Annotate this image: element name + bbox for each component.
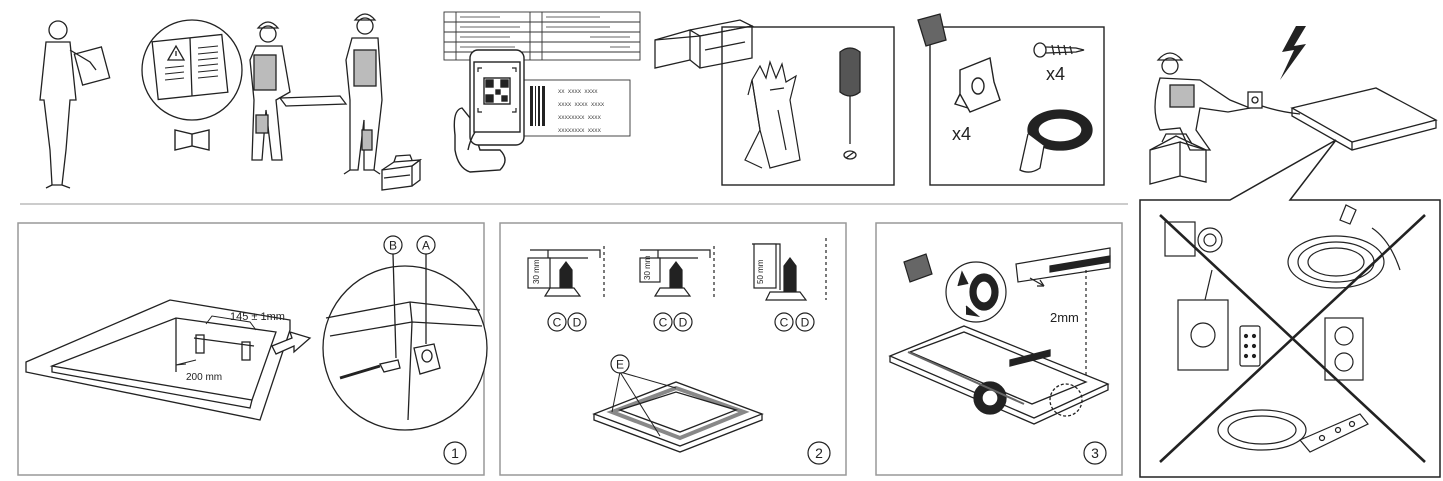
sealing-tape-roll-icon — [1019, 109, 1093, 173]
step-3-number-badge: 3 — [1083, 441, 1107, 465]
screw-quantity-label: x4 — [1046, 64, 1065, 84]
countertop-cutout-illustration — [25, 299, 291, 421]
qr-code-icon — [477, 67, 517, 113]
forbidden-connections-panel — [1139, 139, 1441, 478]
direction-arrow-icon — [271, 331, 312, 355]
parts-panel-frame — [929, 26, 1105, 186]
step-3-panel-frame — [875, 222, 1123, 476]
svg-text:D: D — [679, 316, 688, 330]
rating-row-3: XXXXXXXX XXXX — [558, 114, 602, 121]
svg-text:E: E — [616, 358, 624, 372]
mounting-section-diagrams — [527, 238, 827, 301]
screwdriver-icon — [839, 47, 861, 160]
tape-application-detail — [1015, 247, 1111, 386]
hob-underside-with-tape-illustration — [888, 325, 1110, 425]
callout-c-badge-2: C — [653, 312, 673, 332]
hob-panel-illustration — [1261, 87, 1438, 151]
clip-quantity-label: x4 — [952, 124, 971, 144]
open-toolbox-icon — [654, 19, 755, 69]
toolbox-icon-small — [381, 154, 423, 191]
hand-holding-phone-illustration — [453, 49, 525, 173]
dimension-30mm-a-label: 30 mm — [532, 259, 541, 284]
toolbox-icon-electrician — [1149, 133, 1207, 185]
dimension-200mm-label: 200 mm — [186, 372, 222, 383]
frame-seal-illustration — [592, 371, 764, 453]
rating-row-1: XX XXXX XXXX — [558, 88, 598, 95]
gloves-icon — [744, 59, 801, 169]
svg-text:A: A — [422, 239, 430, 253]
svg-text:2: 2 — [815, 445, 823, 461]
step-2-number-badge: 2 — [807, 441, 831, 465]
screw-icon — [1033, 42, 1085, 58]
extension-cable-coil-icon — [1287, 204, 1401, 289]
callout-b-badge: B — [383, 235, 403, 255]
svg-text:D: D — [801, 316, 810, 330]
bag-icon — [917, 13, 947, 47]
rating-row-2: XXXX XXXX XXXX — [558, 101, 605, 108]
clip-detail-zoom-circle — [322, 253, 488, 431]
callout-c-badge-1: C — [547, 312, 567, 332]
tape-detail-zoom-circle — [945, 261, 1007, 323]
double-socket-icon — [1324, 317, 1364, 381]
clip-icon — [954, 57, 1001, 113]
dimension-30mm-b-label: 30 mm — [643, 255, 652, 280]
rating-plate-label — [519, 79, 631, 137]
callout-a-badge: A — [416, 235, 436, 255]
svg-text:C: C — [553, 316, 562, 330]
svg-text:B: B — [389, 239, 397, 253]
electricity-lightning-icon — [1280, 26, 1306, 80]
manual-book-icon — [174, 129, 210, 151]
rating-row-4: XXXXXXXX XXXX — [558, 127, 602, 134]
dimension-50mm-label: 50 mm — [756, 259, 765, 284]
callout-d-badge-2: D — [673, 312, 693, 332]
svg-text:C: C — [659, 316, 668, 330]
callout-d-badge-1: D — [567, 312, 587, 332]
socket-adapter-icon — [1164, 221, 1223, 257]
person-reading-manual-illustration — [39, 20, 111, 189]
callout-d-badge-3: D — [795, 312, 815, 332]
dimension-145mm-label: 145 ± 1mm — [230, 311, 285, 323]
timer-remote-icon — [1177, 269, 1261, 371]
step-1-number-badge: 1 — [443, 441, 467, 465]
forbidden-cross-line-2 — [1159, 214, 1426, 463]
svg-text:1: 1 — [451, 445, 459, 461]
svg-text:3: 3 — [1091, 445, 1099, 461]
power-strip-icon — [1217, 409, 1369, 453]
callout-e-badge: E — [610, 354, 630, 374]
tools-panel-frame — [721, 26, 895, 186]
rating-plate-rows: XX XXXX XXXX XXXX XXXX XXXX XXXXXXXX XXX… — [558, 88, 605, 134]
step-2-panel-frame — [499, 222, 847, 476]
tape-gap-2mm-label: 2mm — [1050, 310, 1079, 325]
two-workers-carrying-hob-illustration — [249, 13, 383, 175]
callout-c-badge-3: C — [774, 312, 794, 332]
electrician-at-socket-illustration — [1154, 52, 1263, 151]
manual-zoom-circle — [141, 19, 243, 121]
svg-text:C: C — [780, 316, 789, 330]
svg-text:D: D — [573, 316, 582, 330]
tape-bag-icon — [903, 253, 933, 283]
